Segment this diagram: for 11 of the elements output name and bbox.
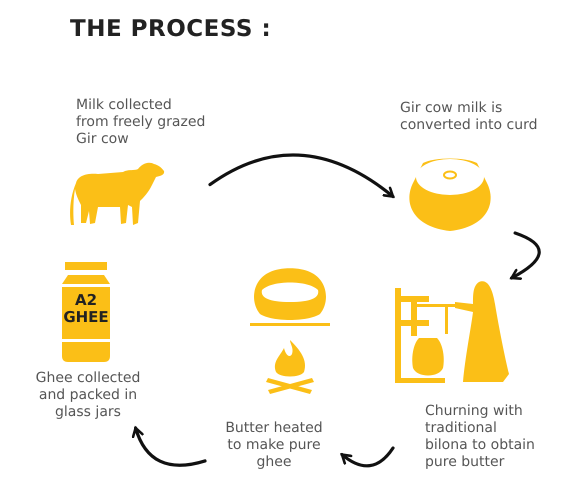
step-text: Gir cow milk is converted into curd: [400, 100, 538, 134]
jar-label: A2 GHEE: [62, 292, 110, 326]
curved-arrow: [510, 231, 541, 280]
curved-arrow: [340, 446, 395, 468]
step-text: Ghee collected and packed in glass jars: [34, 370, 142, 421]
curved-arrow: [208, 154, 395, 198]
step-text: Churning with traditional bilona to obtain pure butter: [425, 403, 536, 471]
step-text: Milk collected from freely grazed Gir cow: [76, 97, 206, 148]
step-text: Butter heated to make pure ghee: [224, 420, 324, 471]
curved-arrow: [132, 426, 207, 467]
title: THE PROCESS :: [70, 16, 272, 42]
